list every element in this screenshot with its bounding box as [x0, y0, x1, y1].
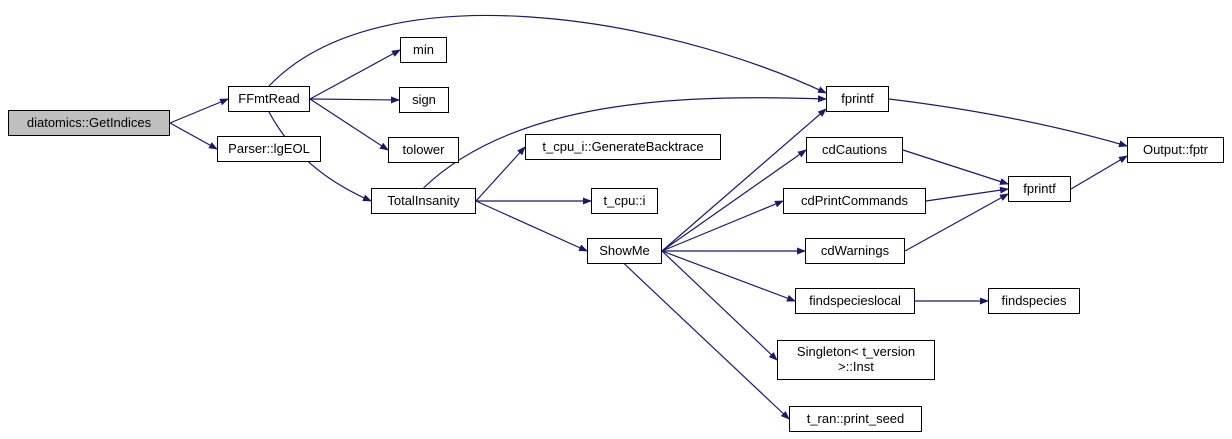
node-generatebacktrace[interactable]: t_cpu_i::GenerateBacktrace [525, 134, 721, 160]
edge-totalinsanity-to-showme [475, 200, 588, 252]
node-singleton-t-version-inst[interactable]: Singleton< t_version >::Inst [777, 340, 935, 380]
edge-totalinsanity-to-backtrace [475, 146, 526, 202]
node-tolower[interactable]: tolower [388, 137, 459, 163]
node-fprintf-mid[interactable]: fprintf [1008, 176, 1071, 202]
node-totalinsanity[interactable]: TotalInsanity [371, 188, 476, 214]
node-ffmtread[interactable]: FFmtRead [228, 86, 310, 112]
edge-showme-to-cdprintcommands [661, 200, 784, 252]
edge-showme-to-findspecieslocal [661, 250, 796, 302]
edge-cdcautions-to-fprintf2 [902, 149, 1009, 185]
node-parser-lgeol[interactable]: Parser::lgEOL [217, 136, 321, 162]
edge-showme-to-fprintf1 [661, 108, 827, 252]
edge-ffmtread-to-fprintf1 [268, 14, 827, 94]
edge-getindices-to-lgeol [169, 122, 218, 150]
node-fprintf-top[interactable]: fprintf [826, 86, 889, 112]
node-min[interactable]: min [400, 37, 447, 63]
edge-showme-to-singleton [661, 250, 778, 361]
node-findspecieslocal[interactable]: findspecieslocal [795, 288, 915, 314]
node-sign[interactable]: sign [399, 87, 449, 113]
node-cdprintcommands[interactable]: cdPrintCommands [783, 188, 926, 214]
edge-ffmtread-to-sign [309, 96, 400, 104]
node-showme[interactable]: ShowMe [587, 238, 662, 264]
edge-fprintf2-to-outputfptr [1070, 155, 1128, 190]
edge-ffmtread-to-min [309, 49, 401, 100]
edge-fprintf1-to-outputfptr [888, 98, 1128, 148]
node-t-cpu-i[interactable]: t_cpu::i [591, 188, 658, 214]
node-output-fptr[interactable]: Output::fptr [1127, 137, 1224, 163]
edge-getindices-to-ffmtread [169, 98, 229, 124]
edge-cdprintcommands-to-fprintf2 [925, 186, 1009, 202]
node-t-ran-print-seed[interactable]: t_ran::print_seed [789, 406, 922, 432]
node-cdcautions[interactable]: cdCautions [806, 137, 903, 163]
edge-ffmtread-to-tolower [309, 98, 389, 151]
node-cdwarnings[interactable]: cdWarnings [805, 238, 905, 264]
node-findspecies[interactable]: findspecies [988, 288, 1080, 314]
edge-showme-to-printseed [624, 263, 790, 420]
node-diatomics-getindices: diatomics::GetIndices [8, 110, 170, 136]
